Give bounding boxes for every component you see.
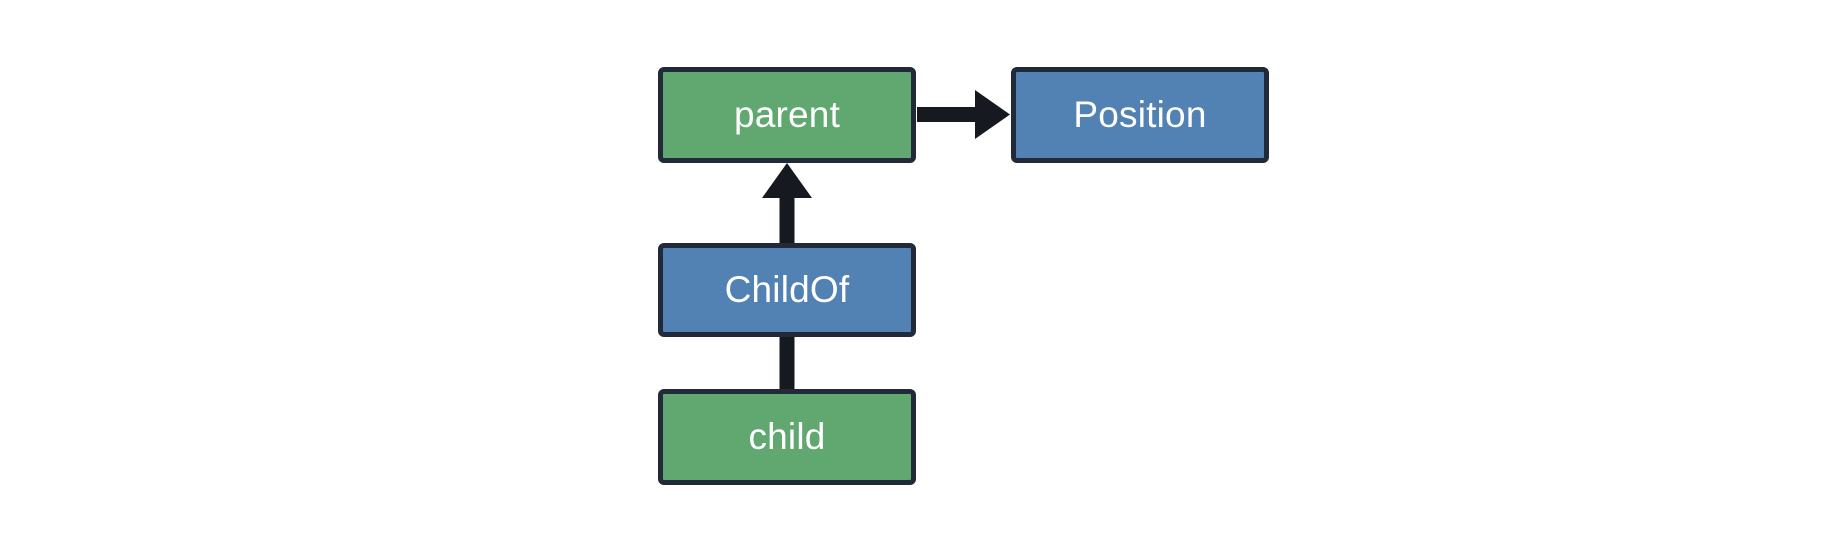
node-parent-label: parent [733,93,841,135]
edge-childof-to-parent [762,163,812,244]
edge-parent-to-position [917,90,1010,139]
node-position[interactable]: Position [1011,67,1269,163]
node-childof[interactable]: ChildOf [658,243,916,337]
node-childof-label: ChildOf [724,268,850,310]
node-position-label: Position [1073,93,1207,135]
edge-child-to-childof [779,336,795,391]
node-parent[interactable]: parent [658,67,916,163]
node-child-label: child [748,415,826,457]
node-child[interactable]: child [658,389,916,485]
